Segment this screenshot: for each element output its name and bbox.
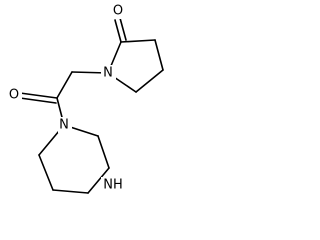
structural-formula: O N O N NH [7, 3, 164, 194]
bond-co-o-b [19, 97, 57, 104]
bond-c2-o-a [114, 19, 122, 43]
bond-c3-c4 [154, 39, 164, 71]
bond-pip-5 [38, 154, 54, 191]
atom-label-o-amide: O [9, 88, 19, 103]
bond-ch2-co [56, 71, 73, 99]
atom-label-n-piperazine: N [59, 118, 69, 133]
bond-pip-4 [52, 189, 89, 194]
bond-pip-3 [87, 167, 110, 194]
bond-c2-c3 [120, 39, 156, 43]
bond-pip-2 [97, 135, 110, 169]
bond-c4-c5 [135, 69, 164, 93]
atom-label-nh-piperazine: NH [103, 178, 123, 193]
atom-label-n-lactam: N [103, 66, 113, 81]
atom-label-o-lactam: O [113, 4, 123, 19]
bond-c2-o-b [119, 17, 127, 41]
bond-co-o-a [19, 92, 58, 99]
